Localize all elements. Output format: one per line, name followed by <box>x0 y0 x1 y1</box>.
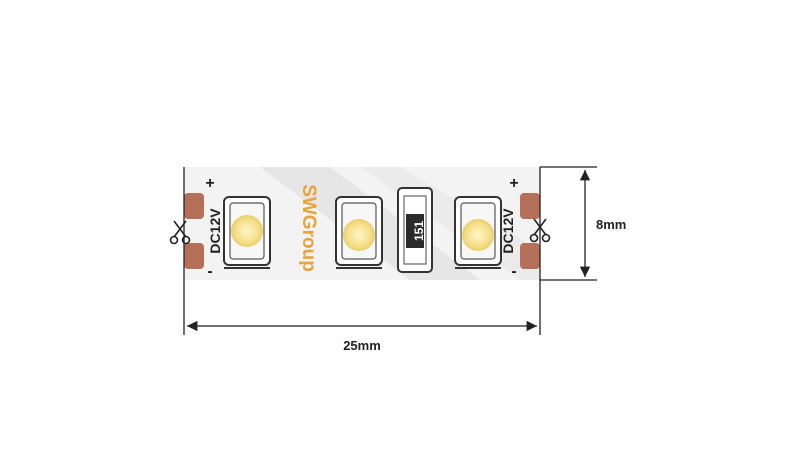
minus-left: - <box>207 263 212 280</box>
height-dimension <box>540 166 597 281</box>
solder-pads <box>184 193 540 269</box>
resistor <box>397 187 433 273</box>
led-1 <box>223 196 271 269</box>
pad-left-bottom <box>184 243 204 269</box>
width-dimension-label: 25mm <box>343 338 381 353</box>
scissors-icon-left <box>169 220 191 245</box>
scissors-icon-right <box>529 218 551 243</box>
voltage-label-left: DC12V <box>207 208 223 254</box>
plus-left: + <box>205 175 214 192</box>
brand-logo-text: SWGroup <box>298 184 319 272</box>
pad-right-top <box>520 193 540 219</box>
minus-right: - <box>511 263 516 280</box>
voltage-label-right: DC12V <box>500 208 516 254</box>
led-3 <box>454 196 502 269</box>
pad-left-top <box>184 193 204 219</box>
plus-right: + <box>509 175 518 192</box>
pad-right-bottom <box>520 243 540 269</box>
led-2 <box>335 196 383 269</box>
resistor-code: 151 <box>412 221 426 241</box>
height-dimension-label: 8mm <box>596 217 626 232</box>
